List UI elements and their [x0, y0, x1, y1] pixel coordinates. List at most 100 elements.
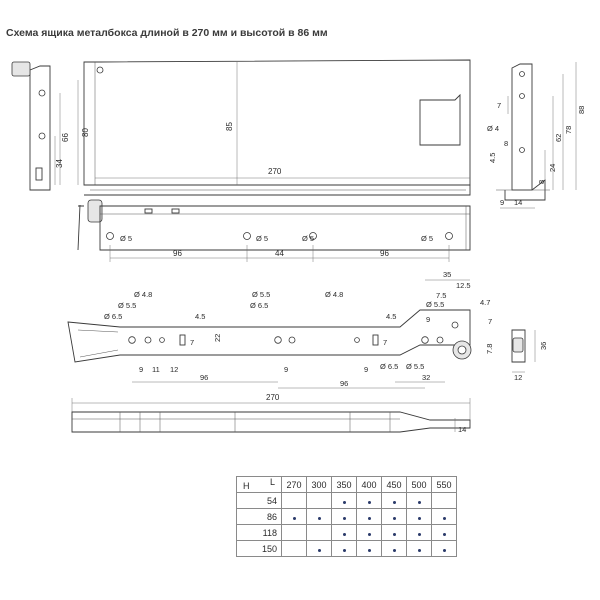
matrix-cell: [306, 524, 332, 541]
dim-96-right: 96: [380, 249, 389, 258]
rv-d9b: 9: [284, 365, 288, 374]
hole-label-1: Ø 5: [120, 234, 132, 243]
matrix-cell: [356, 540, 382, 557]
matrix-cell: [281, 540, 307, 557]
available-dot: [342, 532, 346, 536]
end-dim-62: 62: [554, 134, 563, 142]
matrix-cell: [356, 524, 382, 541]
available-dot: [417, 500, 421, 504]
rv-d65c: Ø 6.5: [380, 362, 398, 371]
available-dot: [367, 532, 371, 536]
runner-view: Ø 4.8 Ø 5.5 Ø 6.5 4.5 7 22 9 11 12 96 Ø …: [67, 270, 548, 389]
diagram-title: Схема ящика металбокса длиной в 270 мм и…: [6, 27, 328, 39]
matrix-cell: [381, 508, 407, 525]
end-dim-8: 8: [504, 139, 508, 148]
matrix-row: 54: [236, 492, 457, 509]
dim-44: 44: [275, 249, 284, 258]
available-dot: [392, 548, 396, 552]
hole-label-2: Ø 5: [256, 234, 268, 243]
matrix-cell: [331, 492, 357, 509]
matrix-cell: [406, 524, 432, 541]
bottom-view: Ø 5 Ø 5 Ø 5 Ø 5 96 44 96: [77, 199, 471, 262]
rv-d55c: Ø 5.5: [426, 300, 444, 309]
rv-d9a: 9: [139, 365, 143, 374]
matrix-cell: [306, 508, 332, 525]
rv-d11: 11: [152, 365, 160, 374]
corner-h: H: [243, 481, 250, 491]
length-header: 270: [281, 476, 307, 493]
matrix-cell: [281, 524, 307, 541]
matrix-cell: [331, 508, 357, 525]
rv-d9c: 9: [364, 365, 368, 374]
rv-d55b: Ø 5.5: [252, 290, 270, 299]
matrix-cell: [406, 540, 432, 557]
length-header: 500: [406, 476, 432, 493]
available-dot: [317, 516, 321, 520]
rv-d22: 22: [213, 334, 222, 342]
end-dim-88: 88: [577, 106, 586, 114]
dim-270-side: 270: [268, 167, 282, 176]
rv-d65a: Ø 6.5: [104, 312, 122, 321]
rv-d45b: 4.5: [386, 312, 396, 321]
rv-d32: 32: [422, 373, 430, 382]
matrix-row: 118: [236, 524, 457, 541]
rail-dim-270: 270: [266, 393, 280, 402]
height-label: 118: [236, 524, 282, 541]
end-dim-9: 9: [500, 198, 504, 207]
length-header: 350: [331, 476, 357, 493]
end-dim-45: 4.5: [488, 153, 497, 163]
matrix-cell: [431, 508, 457, 525]
rv-d125: 12.5: [456, 281, 471, 290]
rv-d75: 7.5: [436, 291, 446, 300]
hole-label-4: Ø 5: [421, 234, 433, 243]
available-dot: [417, 516, 421, 520]
end-dim-d4: Ø 4: [487, 124, 499, 133]
dim-66: 66: [61, 133, 70, 142]
rv-d78: 7.8: [485, 344, 494, 354]
rv-d9d: 9: [426, 315, 430, 324]
matrix-cell: [331, 524, 357, 541]
matrix-cell: [431, 540, 457, 557]
rv-d12: 12: [170, 365, 178, 374]
side-view: 85 80 66 34 270: [11, 59, 471, 196]
matrix-cell: [356, 492, 382, 509]
available-dot: [292, 516, 296, 520]
rv-d65b: Ø 6.5: [250, 301, 268, 310]
rv-d47: 4.7: [480, 298, 490, 307]
height-label: 150: [236, 540, 282, 557]
matrix-cell: [381, 540, 407, 557]
available-dot: [417, 548, 421, 552]
rv-d36: 36: [539, 342, 548, 350]
rv-d55a: Ø 5.5: [118, 301, 136, 310]
matrix-cell: [331, 540, 357, 557]
available-dot: [392, 532, 396, 536]
dim-80: 80: [81, 128, 90, 137]
end-view: 7 Ø 4 8 4.5 9 14 24 8 62 78 88: [487, 62, 586, 209]
height-label: 54: [236, 492, 282, 509]
matrix-row: 150: [236, 540, 457, 557]
matrix-cell: [281, 508, 307, 525]
corner-l: L: [269, 477, 275, 487]
rv-d48b: Ø 4.8: [325, 290, 343, 299]
technical-drawing: 85 80 66 34 270 Ø 5 Ø 5 Ø 5 Ø 5 96 44 96: [11, 59, 586, 434]
available-dot: [317, 548, 321, 552]
rv-d7a: 7: [190, 338, 194, 347]
length-header: 450: [381, 476, 407, 493]
hole-4: [445, 232, 453, 240]
rv-d7b: 7: [383, 338, 387, 347]
length-header: 550: [431, 476, 457, 493]
matrix-cell: [281, 492, 307, 509]
matrix-cell: [431, 492, 457, 509]
end-dim-78: 78: [564, 126, 573, 134]
matrix-cell: [381, 492, 407, 509]
available-dot: [342, 516, 346, 520]
matrix-cell: [406, 492, 432, 509]
available-dot: [342, 500, 346, 504]
rail-view: 270 14: [71, 393, 471, 434]
length-header: 300: [306, 476, 332, 493]
available-dot: [342, 548, 346, 552]
available-dot: [442, 516, 446, 520]
rail-dim-14: 14: [458, 425, 466, 434]
rv-d7c: 7: [488, 317, 492, 326]
